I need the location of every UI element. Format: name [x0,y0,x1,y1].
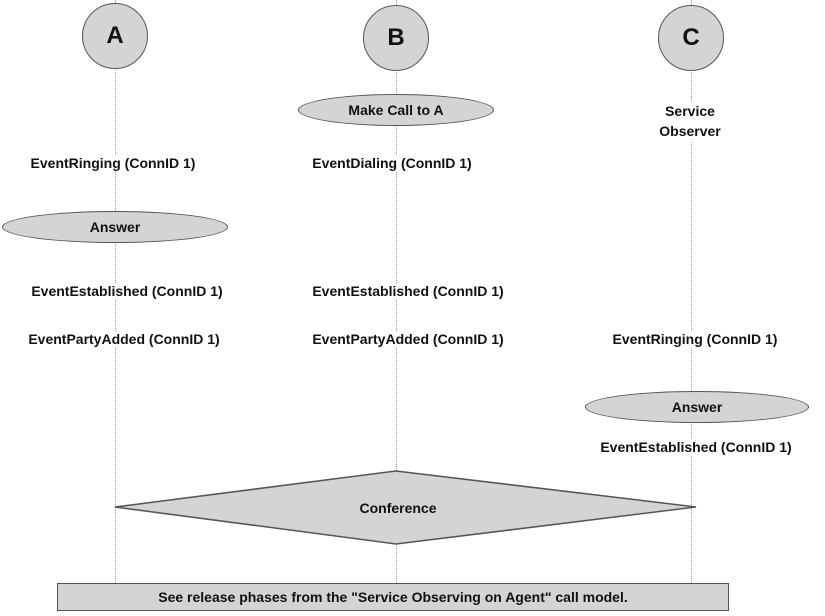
party-c-circle: C [658,5,724,71]
a-answer-label: Answer [89,219,141,235]
party-b-label: B [387,24,405,51]
a-answer-action: Answer [2,211,228,243]
party-c-label: C [682,24,700,51]
release-phases-text: See release phases from the "Service Obs… [158,589,628,605]
service-observer-label: Service Observer [659,101,721,141]
b-event-established: EventEstablished (ConnID 1) [310,283,506,299]
make-call-action: Make Call to A [298,94,494,126]
lifeline-c [691,0,692,583]
party-a-label: A [106,22,124,49]
a-event-ringing: EventRinging (ConnID 1) [28,155,198,171]
c-event-established: EventEstablished (ConnID 1) [598,439,794,455]
b-event-dialing: EventDialing (ConnID 1) [310,155,474,171]
party-a-circle: A [82,3,148,69]
a-event-established: EventEstablished (ConnID 1) [29,283,225,299]
release-phases-note: See release phases from the "Service Obs… [57,583,729,611]
a-event-party-added: EventPartyAdded (ConnID 1) [26,331,222,347]
b-event-party-added: EventPartyAdded (ConnID 1) [310,331,506,347]
c-answer-label: Answer [671,399,723,415]
make-call-label: Make Call to A [348,102,444,118]
party-b-circle: B [363,5,429,71]
conference-label: Conference [359,500,437,516]
c-answer-action: Answer [585,391,809,423]
c-event-ringing: EventRinging (ConnID 1) [610,331,780,347]
